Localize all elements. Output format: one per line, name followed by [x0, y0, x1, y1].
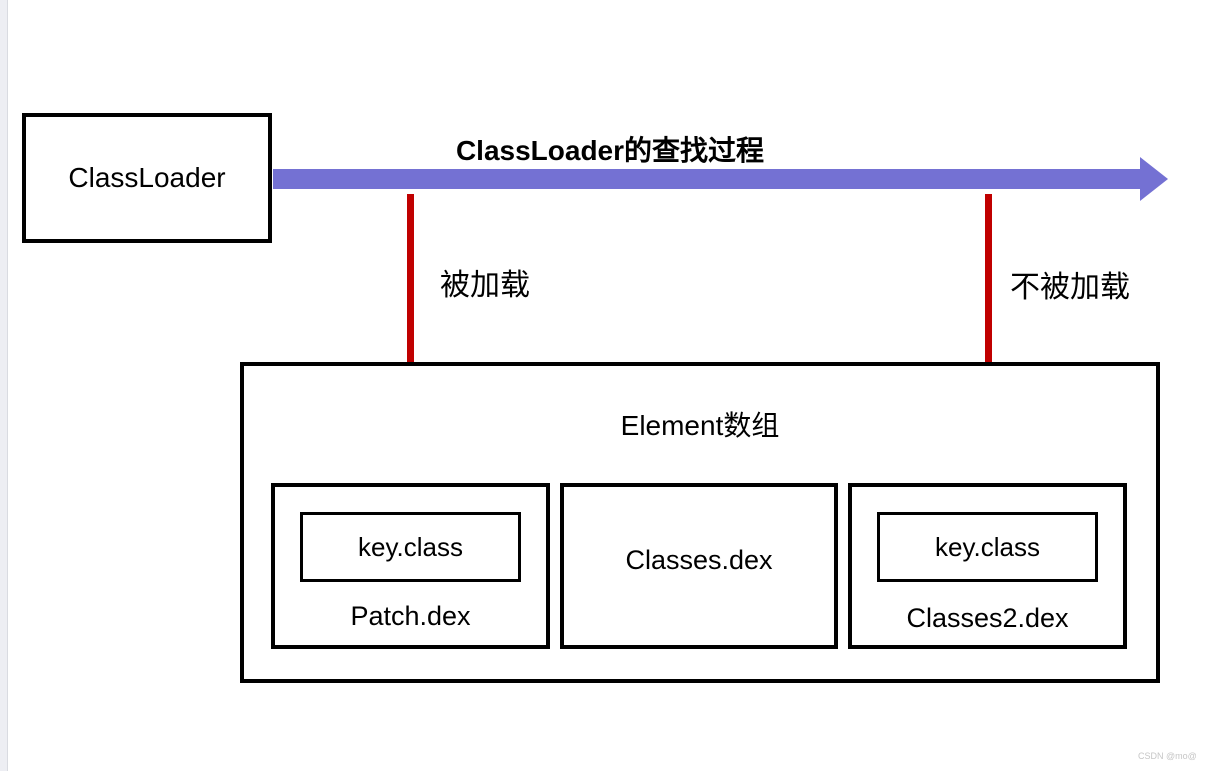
main-arrow-shaft [273, 169, 1140, 189]
classloader-box: ClassLoader [22, 113, 272, 243]
diagram-title: ClassLoader的查找过程 [455, 135, 765, 166]
classloader-label: ClassLoader [68, 162, 226, 193]
classes-dex-label: Classes.dex [625, 545, 773, 575]
loaded-arrow-shaft [407, 194, 414, 470]
patch-dex-label: Patch.dex [350, 601, 471, 631]
not-loaded-arrow-label: 不被加载 [1010, 271, 1130, 304]
classes2-dex-label: Classes2.dex [906, 603, 1069, 633]
patch-key-class-label: key.class [358, 531, 463, 562]
main-arrow-right-icon [1140, 157, 1168, 201]
not-loaded-arrow-shaft [985, 194, 992, 449]
classes-dex-box [560, 483, 838, 649]
element-array-label: Element数组 [620, 410, 780, 441]
classes2-key-class-box: key.class [877, 512, 1098, 582]
watermark: CSDN @mo@ [1138, 751, 1197, 761]
loaded-arrow-label: 被加载 [440, 269, 530, 302]
classes2-key-class-label: key.class [935, 531, 1040, 562]
patch-key-class-box: key.class [300, 512, 521, 582]
page-left-gutter [0, 0, 8, 771]
